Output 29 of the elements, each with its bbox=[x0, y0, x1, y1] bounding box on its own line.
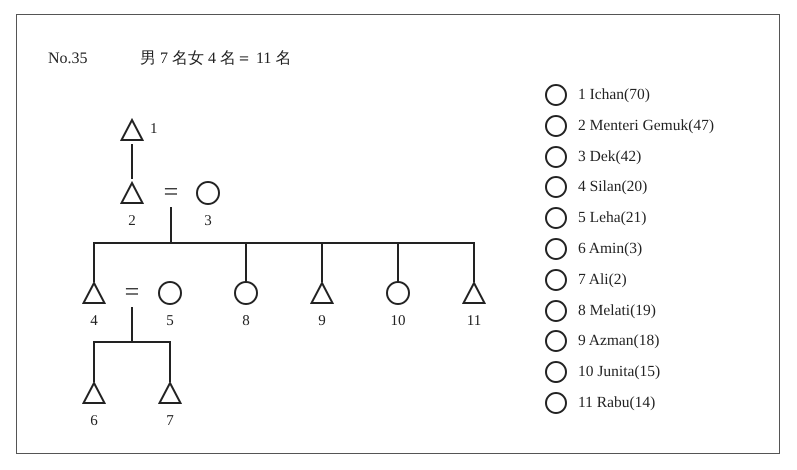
person-number: 11 bbox=[466, 313, 482, 329]
household-count: 男 7 名女 4 名＝ 11 名 bbox=[140, 50, 292, 68]
person-number: 10 bbox=[390, 313, 406, 329]
legend-text: 9 Azman(18) bbox=[578, 332, 660, 350]
legend-text: 5 Leha(21) bbox=[578, 209, 646, 228]
legend-text: 3 Dek(42) bbox=[578, 148, 642, 166]
legend-text: 8 Melati(19) bbox=[578, 302, 656, 320]
person-number: 1 bbox=[150, 121, 158, 137]
person-number: 7 bbox=[165, 413, 175, 429]
legend-text: 11 Rabu(14) bbox=[578, 394, 656, 412]
descent-line bbox=[170, 207, 475, 282]
person-number: 9 bbox=[317, 313, 327, 329]
person-number: 6 bbox=[89, 413, 99, 429]
legend-text: 10 Junita(15) bbox=[578, 363, 660, 382]
marriage-sign: = bbox=[159, 182, 183, 202]
legend-text: 4 Silan(20) bbox=[578, 178, 648, 196]
descent-line bbox=[131, 144, 133, 179]
descent-line bbox=[131, 307, 171, 382]
person-number: 8 bbox=[241, 313, 251, 329]
legend-text: 1 Ichan(70) bbox=[578, 86, 650, 104]
person-number: 3 bbox=[203, 213, 213, 229]
legend-text: 7 Ali(2) bbox=[578, 270, 627, 289]
chart-number: No.35 bbox=[48, 50, 88, 68]
legend-text: 2 Menteri Gemuk(47) bbox=[578, 116, 714, 135]
legend-text: 6 Amin(3) bbox=[578, 240, 642, 258]
marriage-sign: = bbox=[120, 282, 144, 302]
person-number: 2 bbox=[127, 213, 137, 229]
person-number: 4 bbox=[89, 313, 99, 329]
person-number: 5 bbox=[165, 313, 175, 329]
